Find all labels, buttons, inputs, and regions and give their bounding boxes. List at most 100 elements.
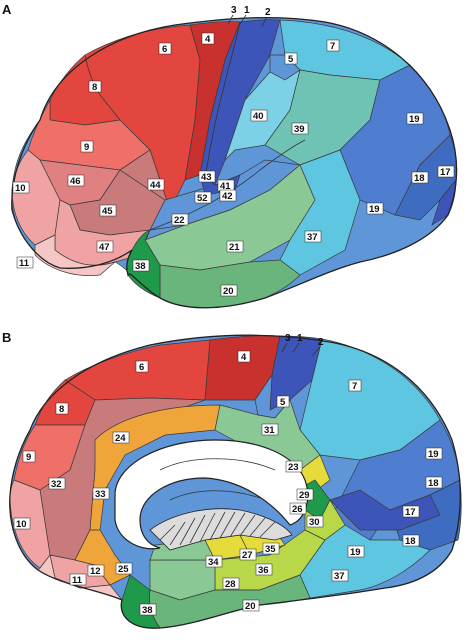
area-label: 52 bbox=[194, 191, 212, 204]
top-num-b-3: 3 bbox=[285, 333, 291, 344]
labels-a: 4 6 8 9 10 11 46 45 44 47 43 52 41 42 22… bbox=[12, 32, 455, 297]
area-label: 18 bbox=[425, 476, 443, 489]
svg-text:39: 39 bbox=[294, 124, 305, 135]
svg-text:7: 7 bbox=[352, 381, 357, 392]
area-label: 19 bbox=[366, 202, 384, 215]
svg-text:18: 18 bbox=[414, 173, 425, 184]
area-label: 39 bbox=[291, 122, 309, 135]
svg-text:47: 47 bbox=[99, 242, 110, 253]
area-label: 40 bbox=[250, 109, 268, 122]
area-label: 19 bbox=[347, 545, 365, 558]
top-num-a-3: 3 bbox=[231, 5, 237, 16]
area-label: 30 bbox=[306, 515, 324, 528]
area-label: 45 bbox=[99, 204, 117, 217]
svg-text:12: 12 bbox=[90, 566, 101, 577]
area-label: 37 bbox=[304, 230, 322, 243]
area-label: 22 bbox=[171, 213, 189, 226]
region-b-17 bbox=[329, 489, 441, 531]
area-label: 27 bbox=[239, 548, 257, 561]
svg-text:6: 6 bbox=[139, 362, 144, 373]
svg-text:37: 37 bbox=[307, 232, 318, 243]
area-label: 21 bbox=[226, 240, 244, 253]
area-label: 23 bbox=[285, 460, 303, 473]
panel-a: A 3 1 2 bbox=[2, 2, 458, 309]
svg-text:20: 20 bbox=[223, 286, 234, 297]
area-label: 34 bbox=[205, 555, 223, 568]
leader-b bbox=[281, 342, 321, 357]
svg-text:45: 45 bbox=[102, 206, 113, 217]
area-label: 19 bbox=[425, 447, 443, 460]
area-label: 47 bbox=[96, 240, 114, 253]
svg-text:9: 9 bbox=[26, 452, 31, 463]
area-label: 38 bbox=[139, 603, 157, 616]
leader-a bbox=[227, 14, 268, 27]
svg-text:22: 22 bbox=[174, 215, 185, 226]
svg-text:6: 6 bbox=[162, 44, 167, 55]
area-label: 24 bbox=[112, 431, 130, 444]
area-label: 11 bbox=[16, 256, 34, 269]
hatch-lines bbox=[159, 511, 276, 546]
svg-text:35: 35 bbox=[265, 544, 276, 555]
labels-b: 4 6 8 9 10 11 12 32 24 33 25 5 7 31 23 2… bbox=[13, 350, 443, 616]
svg-text:44: 44 bbox=[150, 180, 161, 191]
area-label: 36 bbox=[255, 563, 273, 576]
area-label: 25 bbox=[115, 562, 133, 575]
svg-text:36: 36 bbox=[258, 565, 269, 576]
svg-text:21: 21 bbox=[229, 242, 240, 253]
area-label: 6 bbox=[135, 360, 149, 373]
area-label: 9 bbox=[80, 140, 94, 153]
svg-text:38: 38 bbox=[135, 261, 146, 272]
area-label: 37 bbox=[331, 569, 349, 582]
svg-text:10: 10 bbox=[15, 183, 26, 194]
area-label: 20 bbox=[220, 284, 238, 297]
area-label: 19 bbox=[406, 112, 424, 125]
svg-text:11: 11 bbox=[72, 575, 83, 586]
outline-b bbox=[9, 334, 461, 629]
area-label: 5 bbox=[284, 52, 298, 65]
panel-b-letter: B bbox=[2, 330, 11, 345]
svg-text:46: 46 bbox=[70, 176, 81, 187]
panel-b: B bbox=[2, 330, 462, 629]
area-label: 29 bbox=[296, 488, 314, 501]
area-label: 4 bbox=[201, 32, 215, 45]
svg-text:32: 32 bbox=[51, 479, 62, 490]
area-label: 18 bbox=[402, 534, 420, 547]
area-label: 33 bbox=[92, 487, 110, 500]
svg-text:5: 5 bbox=[288, 54, 294, 65]
svg-text:4: 4 bbox=[205, 34, 211, 45]
area-label: 26 bbox=[289, 502, 307, 515]
area-label: 17 bbox=[402, 505, 420, 518]
region-b-8 bbox=[34, 379, 96, 426]
area-label: 5 bbox=[276, 395, 290, 408]
area-label: 28 bbox=[222, 577, 240, 590]
svg-text:19: 19 bbox=[369, 204, 380, 215]
area-label: 18 bbox=[411, 171, 429, 184]
area-label: 35 bbox=[262, 542, 280, 555]
svg-text:5: 5 bbox=[280, 397, 286, 408]
area-label: 31 bbox=[261, 423, 279, 436]
svg-text:7: 7 bbox=[330, 41, 335, 52]
svg-text:27: 27 bbox=[242, 550, 253, 561]
svg-text:9: 9 bbox=[84, 142, 89, 153]
svg-text:23: 23 bbox=[288, 462, 299, 473]
svg-text:40: 40 bbox=[253, 111, 264, 122]
svg-text:52: 52 bbox=[197, 193, 208, 204]
svg-text:30: 30 bbox=[309, 517, 320, 528]
svg-text:8: 8 bbox=[92, 82, 97, 93]
area-label: 9 bbox=[22, 450, 36, 463]
area-label: 8 bbox=[55, 402, 69, 415]
area-label: 44 bbox=[147, 178, 165, 191]
svg-text:17: 17 bbox=[405, 507, 416, 518]
area-label: 4 bbox=[237, 350, 251, 363]
area-label: 10 bbox=[13, 517, 31, 530]
area-label: 32 bbox=[48, 477, 66, 490]
area-label: 7 bbox=[348, 379, 362, 392]
svg-text:4: 4 bbox=[241, 352, 247, 363]
svg-text:43: 43 bbox=[201, 172, 212, 183]
svg-text:8: 8 bbox=[59, 404, 64, 415]
svg-text:25: 25 bbox=[118, 564, 129, 575]
area-label: 46 bbox=[67, 174, 85, 187]
area-label: 38 bbox=[132, 259, 150, 272]
area-label: 43 bbox=[198, 170, 216, 183]
